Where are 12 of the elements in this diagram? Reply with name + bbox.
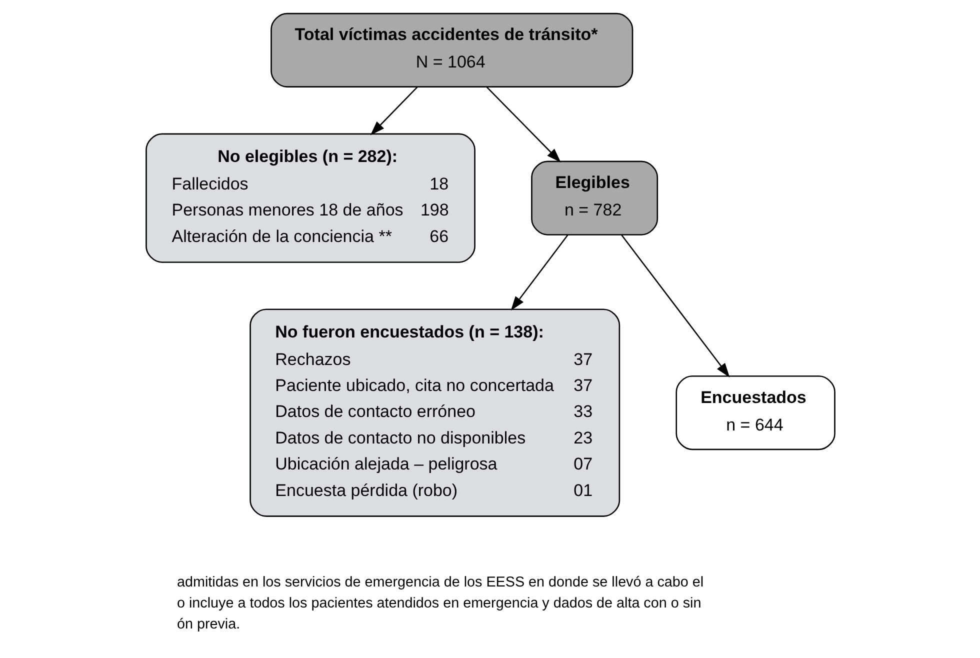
label: ón previa.	[176, 616, 240, 632]
arrow	[620, 234, 730, 378]
node-box: No elegibles (n = 282): Fallecidos 18 Personas menores 18 de años 198 Alteración de la conciencia ** 66	[145, 133, 475, 263]
node-box: Total víctimas accidentes de tránsito* N = 1064	[270, 12, 633, 88]
arrow	[486, 86, 560, 163]
arrow	[370, 86, 418, 136]
node-box: Encuestados n = 644	[675, 375, 835, 450]
label: admitidas en los servicios de emergencia de los EESS en donde se llevó a cabo el	[176, 574, 704, 591]
node-box: No fueron encuestados (n = 138): Rechazos 37 Paciente ubicado, cita no concertada 37 Datos de contacto erróneo 33 Datos de contacto no disponibles 23 Ubicación alejada – peligrosa 07 Encuesta pérdida (robo) 01	[249, 308, 620, 517]
label: o incluye a todos los pacientes atendidos en emergencia y dados de alta con o sin	[176, 596, 701, 612]
arrow	[510, 234, 568, 311]
node-box: Elegibles n = 782	[530, 160, 658, 236]
